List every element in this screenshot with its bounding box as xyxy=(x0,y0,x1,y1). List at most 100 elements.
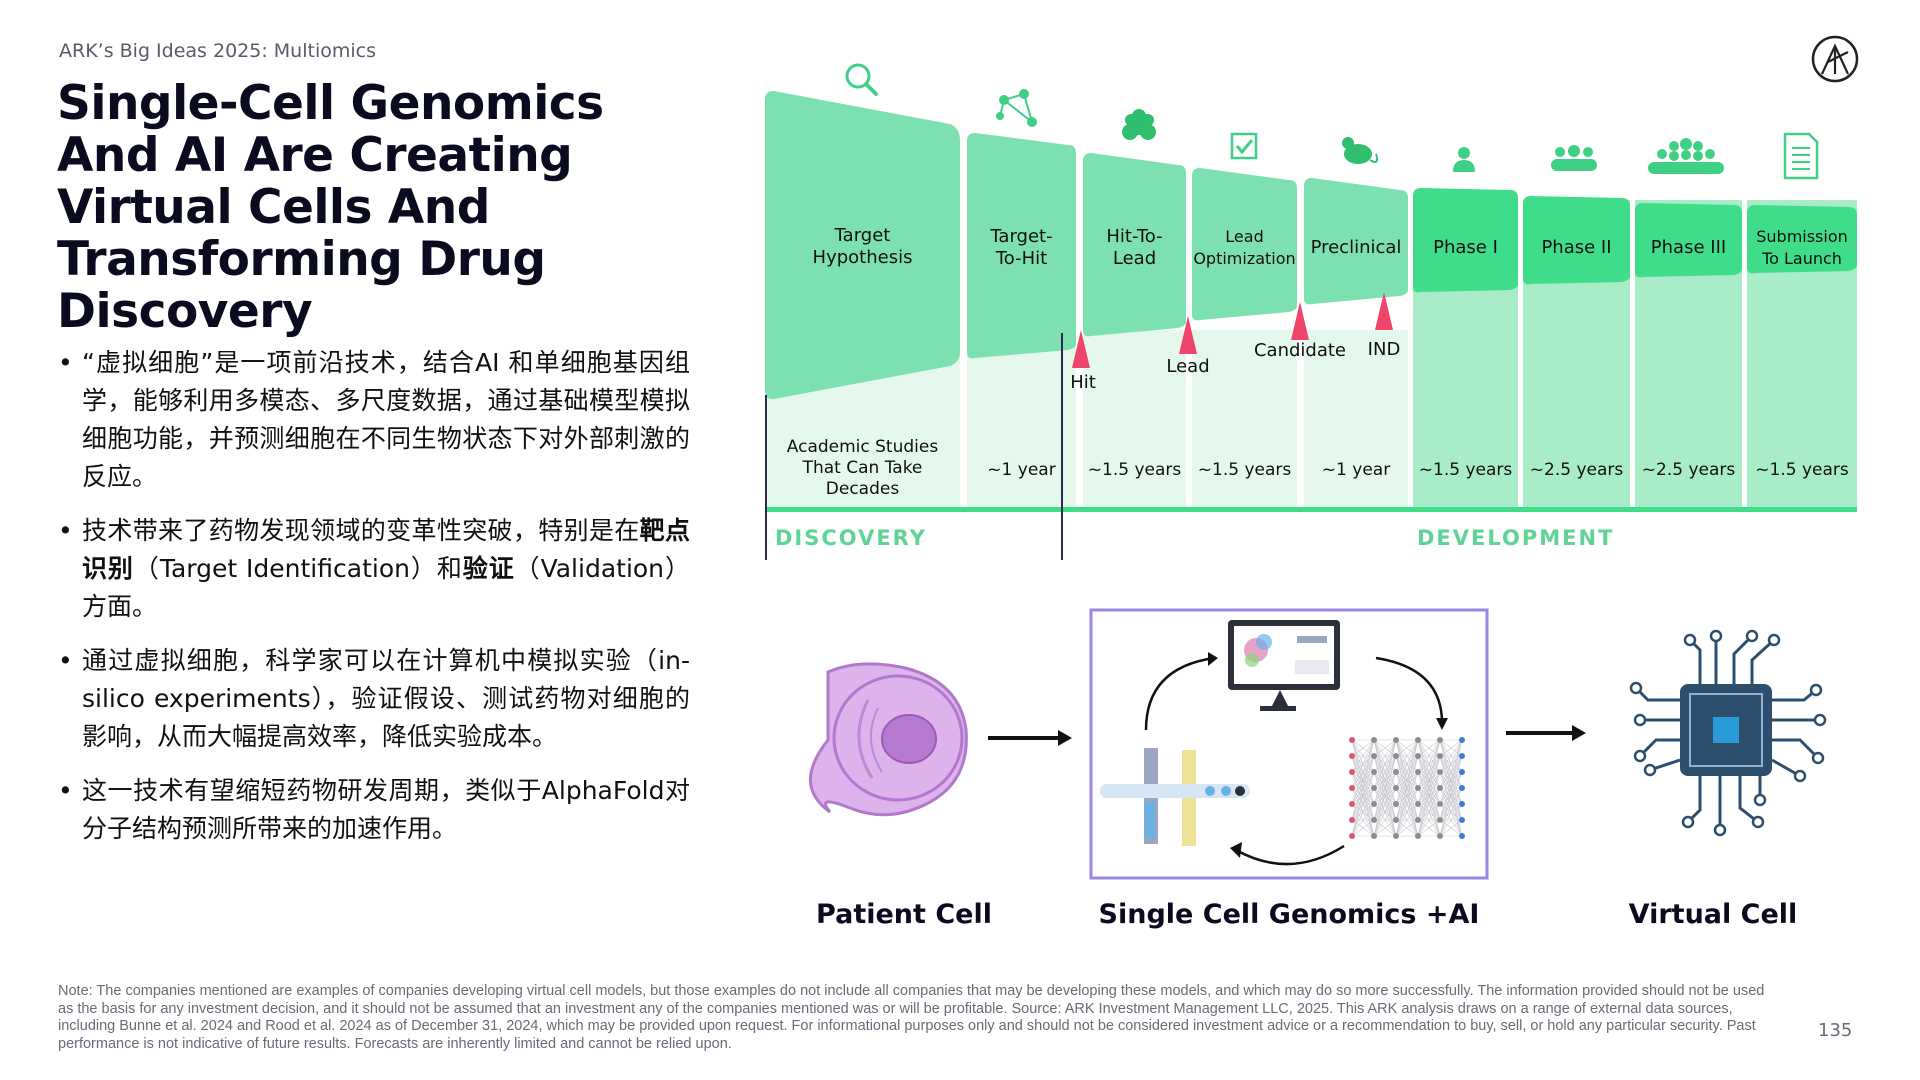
bullet-text: 这一技术有望缩短药物研发周期，类似于AlphaFold对分子结构预测所带来的加速… xyxy=(82,776,690,843)
chip-node xyxy=(1753,793,1767,807)
checkbox-icon xyxy=(1230,132,1258,160)
kicker-text: ARK’s Big Ideas 2025: Multiomics xyxy=(59,40,376,62)
nn-edge xyxy=(1395,739,1419,805)
cycle-arrow-head xyxy=(1230,842,1242,858)
chip-node xyxy=(1813,713,1827,727)
nn-node xyxy=(1371,737,1377,743)
nn-edge xyxy=(1439,739,1463,789)
chip-node xyxy=(1633,749,1647,763)
nn-edge xyxy=(1439,739,1463,773)
duration-panel xyxy=(1083,330,1186,507)
nn-edge xyxy=(1439,739,1463,805)
chip-node xyxy=(1793,769,1807,783)
people-large-group-icon xyxy=(1648,138,1724,174)
cycle-arrow xyxy=(1235,844,1345,866)
nn-edge xyxy=(1417,739,1441,789)
nn-edge xyxy=(1395,739,1419,837)
chip-node xyxy=(1633,713,1647,727)
nn-node xyxy=(1437,785,1443,791)
bullet-text: （Validation）方面。 xyxy=(82,554,690,621)
chip-trace xyxy=(1738,776,1759,824)
magnifier-icon xyxy=(845,63,878,96)
stage-label: Phase I xyxy=(1433,237,1498,258)
nn-edge xyxy=(1417,787,1441,837)
nn-edge xyxy=(1373,739,1397,837)
nn-node xyxy=(1393,801,1399,807)
document-icon xyxy=(1783,132,1819,180)
mouse-icon xyxy=(1342,137,1379,164)
nn-edge xyxy=(1395,739,1419,773)
chip-trace xyxy=(1732,634,1754,684)
stage-label: Optimization xyxy=(1193,249,1295,268)
bullet-item: “虚拟细胞”是一项前沿技术，结合AI 和单细胞基因组学，能够利用多模态、多尺度数… xyxy=(58,344,690,496)
timeline-baseline xyxy=(765,507,1857,512)
stage-label: To Launch xyxy=(1761,249,1842,268)
nn-edge xyxy=(1439,803,1463,837)
stage-shape xyxy=(1523,196,1630,285)
footnote: Note: The companies mentioned are exampl… xyxy=(58,983,1765,1052)
nn-node xyxy=(1459,753,1465,759)
nn-edge xyxy=(1417,755,1441,837)
nn-edge xyxy=(1439,819,1463,837)
genomics-ai-label: Single Cell Genomics +AI xyxy=(1099,899,1480,930)
nn-edge xyxy=(1351,803,1375,837)
chip-node xyxy=(1767,633,1781,647)
cycle-arrow xyxy=(1144,656,1215,731)
nn-edge xyxy=(1395,739,1419,821)
milestone-triangle xyxy=(1375,292,1393,330)
chip-trace xyxy=(1750,638,1776,684)
nn-edge xyxy=(1373,739,1397,757)
nn-edge xyxy=(1439,739,1463,821)
chip-trace xyxy=(1772,688,1817,702)
nn-node xyxy=(1393,785,1399,791)
nn-node xyxy=(1415,769,1421,775)
duration-label: ~1.5 years xyxy=(1088,460,1182,480)
nn-edge xyxy=(1351,739,1375,773)
nn-edge xyxy=(1439,755,1463,837)
cycle-arrow-head xyxy=(1208,652,1218,666)
nn-node xyxy=(1349,817,1355,823)
nn-node xyxy=(1349,753,1355,759)
stage-label: Lead xyxy=(1113,248,1156,269)
stage-shape xyxy=(765,91,960,399)
patient-cell-illustration xyxy=(809,662,968,817)
duration-label: ~1 year xyxy=(1322,460,1390,480)
bullet-item: 通过虚拟细胞，科学家可以在计算机中模拟实验（in-silico experime… xyxy=(58,642,690,756)
nn-node xyxy=(1459,769,1465,775)
nn-edge xyxy=(1351,739,1375,837)
chip-trace xyxy=(1634,686,1680,702)
person-icon xyxy=(1453,147,1475,172)
nn-node xyxy=(1349,785,1355,791)
nn-edge xyxy=(1395,755,1419,837)
nn-edge xyxy=(1439,771,1463,837)
nn-node xyxy=(1437,817,1443,823)
nn-node xyxy=(1459,737,1465,743)
nn-node xyxy=(1415,785,1421,791)
nn-node xyxy=(1349,737,1355,743)
nn-node xyxy=(1393,817,1399,823)
nn-node xyxy=(1415,801,1421,807)
nn-edge xyxy=(1373,819,1397,837)
nn-node xyxy=(1459,801,1465,807)
bullet-text: 通过虚拟细胞，科学家可以在计算机中模拟实验（in-silico experime… xyxy=(82,646,690,751)
milestone-label: IND xyxy=(1368,339,1401,360)
stage-shapes xyxy=(765,91,1857,399)
duration-label: ~1.5 years xyxy=(1755,460,1849,480)
nn-edge xyxy=(1351,739,1375,789)
cell-cluster-icon xyxy=(1122,109,1156,140)
people-small-group-icon xyxy=(1551,145,1597,171)
nn-node xyxy=(1415,737,1421,743)
chip-node xyxy=(1745,629,1759,643)
stage-shape xyxy=(1413,188,1518,293)
bullet-item: 这一技术有望缩短药物研发周期，类似于AlphaFold对分子结构预测所带来的加速… xyxy=(58,772,690,848)
nn-edge xyxy=(1417,739,1441,757)
stage-label: Phase II xyxy=(1541,237,1611,258)
stage-label: Hypothesis xyxy=(813,247,913,268)
stage-shape xyxy=(1635,203,1742,278)
nn-edge xyxy=(1395,819,1419,837)
chip-trace xyxy=(1638,738,1680,758)
stage-label: Preclinical xyxy=(1311,237,1402,258)
chip-trace xyxy=(1688,638,1702,684)
duration-panel xyxy=(1304,330,1408,507)
